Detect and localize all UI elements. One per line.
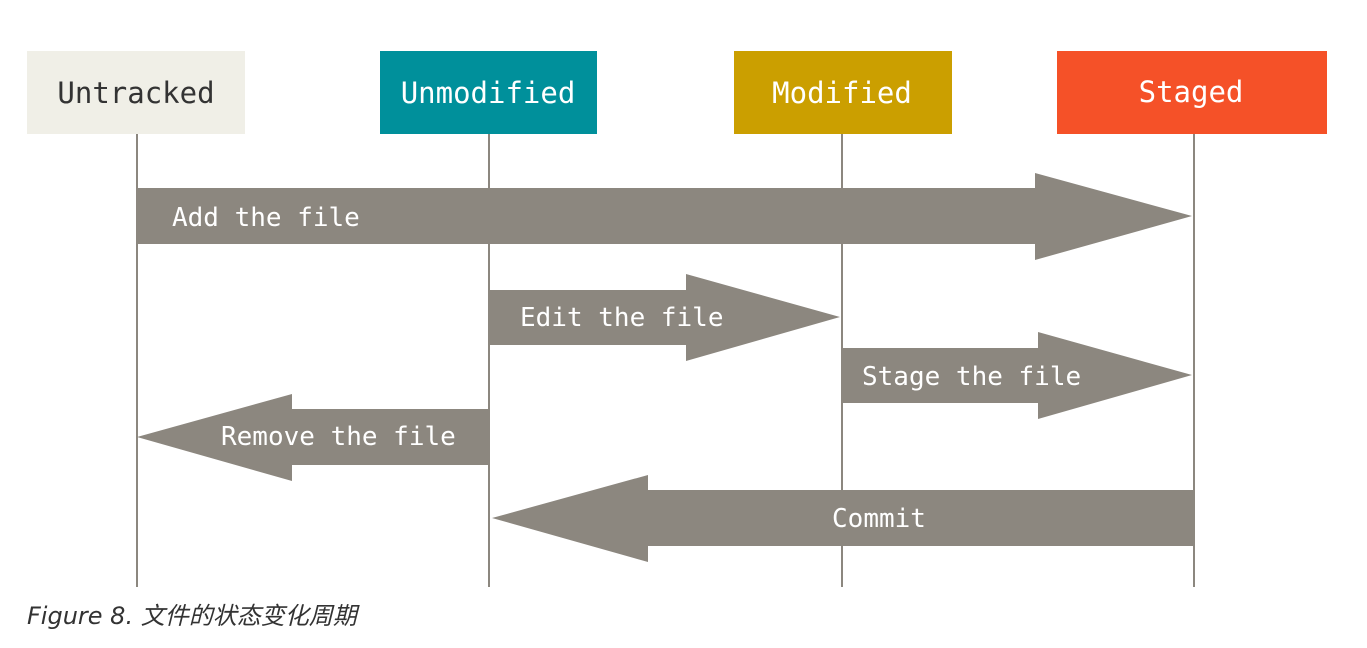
arrow-label-stage: Stage the file: [862, 362, 1081, 392]
arrow-remove-the-file: Remove the file: [137, 394, 489, 481]
arrow-shape-add: [137, 173, 1192, 260]
arrow-shape-stage: [842, 332, 1192, 419]
arrow-shape-edit: [489, 274, 840, 361]
state-box-modified: [734, 51, 952, 134]
state-box-unmodified: [380, 51, 597, 134]
state-label-unmodified: Unmodified: [401, 76, 576, 110]
state-untracked: Untracked: [27, 51, 245, 134]
state-label-staged: Staged: [1139, 75, 1244, 109]
arrow-shape-remove: [137, 394, 489, 481]
arrow-shape-commit: [492, 475, 1194, 562]
arrow-label-commit: Commit: [832, 504, 926, 534]
state-staged: Staged: [1057, 51, 1327, 134]
arrow-edit-the-file: Edit the file: [489, 274, 840, 361]
arrow-label-remove: Remove the file: [221, 422, 456, 452]
state-unmodified: Unmodified: [380, 51, 597, 134]
file-lifecycle-diagram: Untracked Unmodified Modified Staged Add…: [27, 51, 1327, 587]
state-label-modified: Modified: [772, 76, 912, 110]
state-box-untracked: [27, 51, 245, 134]
arrow-label-add: Add the file: [172, 203, 360, 233]
figure-caption-text: 文件的状态变化周期: [140, 602, 357, 630]
state-label-untracked: Untracked: [57, 76, 214, 110]
state-modified: Modified: [734, 51, 952, 134]
arrow-stage-the-file: Stage the file: [842, 332, 1192, 419]
state-box-staged: [1057, 51, 1327, 134]
arrow-add-the-file: Add the file: [137, 173, 1192, 260]
arrow-label-edit: Edit the file: [520, 303, 724, 333]
figure-number: Figure 8.: [27, 602, 134, 630]
arrow-commit: Commit: [492, 475, 1194, 562]
figure-caption: Figure 8. 文件的状态变化周期: [27, 596, 357, 631]
